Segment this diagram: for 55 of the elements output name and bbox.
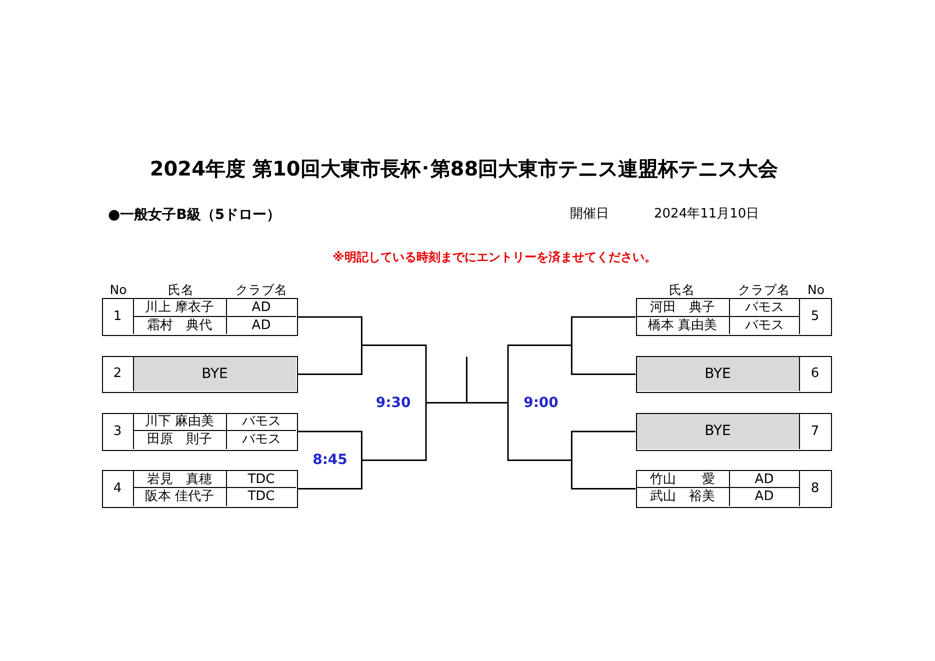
number-cell: 8: [799, 471, 830, 506]
club-cell: バモス: [730, 299, 799, 316]
date-caption: 開催日: [570, 208, 609, 222]
entry-table: [102, 470, 298, 508]
name-cell: 川上 摩衣子: [134, 299, 226, 316]
column-header: No: [110, 282, 127, 298]
bracket-line: [298, 430, 362, 490]
club-cell-text: TDC: [246, 488, 276, 506]
name-cell: 霜村 典代: [134, 316, 226, 334]
column-header: 氏名: [669, 282, 695, 298]
date-value: 2024年11月10日: [654, 208, 760, 222]
time-label: 9:30: [376, 394, 411, 411]
title: 2024年度 第10回大東市長杯･第88回大東市テニス連盟杯テニス大会: [150, 158, 778, 180]
column-header: クラブ名: [236, 282, 288, 298]
bracket-line: [570, 316, 636, 375]
entry-table: [102, 356, 298, 393]
club-cell: バモス: [226, 414, 296, 431]
name-cell: 田原 則子: [134, 431, 226, 448]
number-cell: 6: [799, 356, 830, 391]
notice-text: ※明記している時刻までにエントリーを済ませてください。: [332, 250, 656, 264]
time-label: 9:00: [524, 394, 558, 411]
name-cell: 橋本 真由美: [636, 316, 730, 334]
club-cell-text: AD: [250, 316, 272, 334]
club-cell-text: AD: [754, 488, 775, 506]
entry-table: [636, 298, 832, 336]
number-cell: 1: [102, 299, 134, 334]
section-heading: ●一般女子B級（5ドロー）: [108, 206, 281, 224]
name-cell: 岩見 真穂: [134, 471, 226, 488]
club-cell: TDC: [226, 471, 296, 488]
name-cell: 河田 典子: [636, 299, 730, 316]
column-header: クラブ名: [738, 282, 790, 298]
bye-cell: BYE: [636, 356, 799, 391]
entry-table: [636, 412, 832, 450]
name-cell: 川下 麻由美: [134, 414, 226, 431]
number-cell: 3: [102, 414, 134, 448]
entry-table: [636, 470, 832, 508]
club-cell-text: バモス: [240, 431, 282, 448]
entry-table: [102, 298, 298, 336]
name-cell: 武山 裕美: [636, 488, 730, 506]
club-cell: AD: [226, 299, 296, 316]
entry-table: [102, 412, 298, 450]
number-cell: 4: [102, 471, 134, 506]
club-cell-text: バモス: [744, 316, 785, 334]
number-cell: 7: [799, 414, 830, 448]
name-cell: 竹山 愛: [636, 471, 730, 488]
bye-cell: BYE: [636, 414, 799, 448]
bracket-line: [298, 316, 362, 375]
club-cell: AD: [730, 471, 799, 488]
bye-cell: BYE: [134, 356, 296, 391]
entry-table: [636, 356, 832, 393]
name-cell: 阪本 佳代子: [134, 488, 226, 506]
bracket-line: [570, 430, 636, 490]
column-header: 氏名: [168, 282, 194, 298]
number-cell: 5: [799, 299, 830, 334]
column-header: No: [808, 282, 824, 298]
